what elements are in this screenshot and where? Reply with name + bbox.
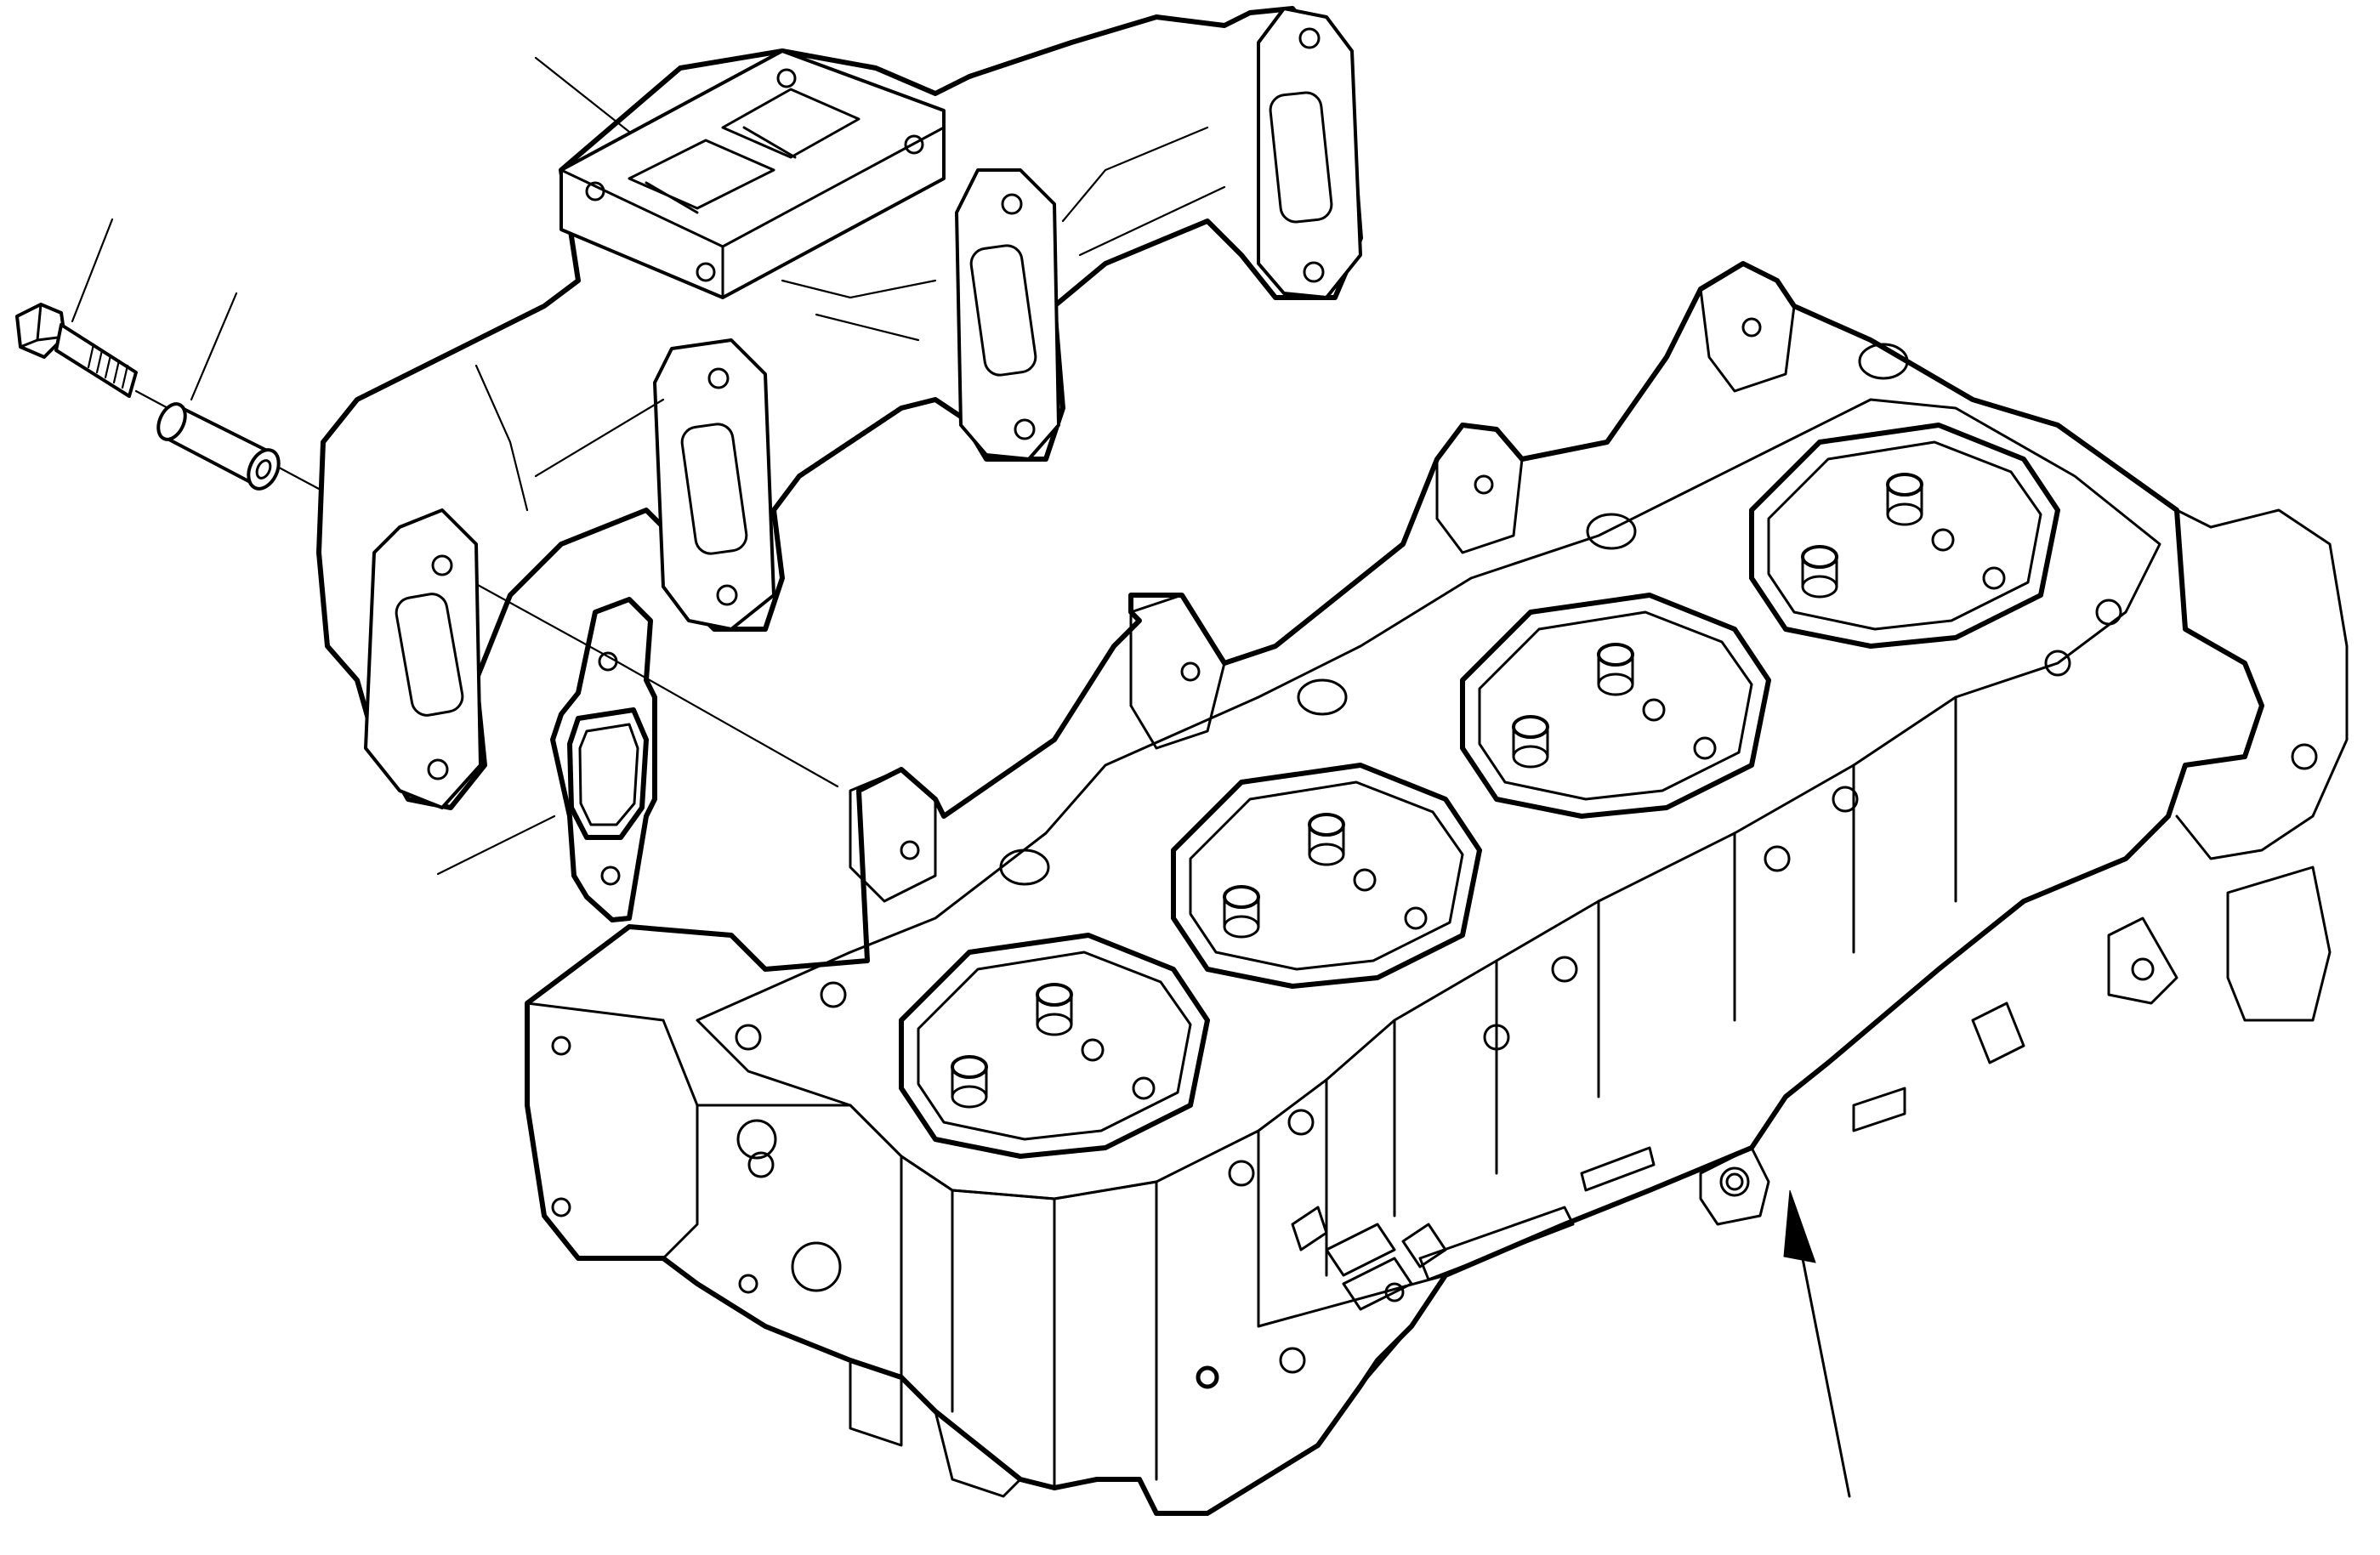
- cylinder-head: [525, 261, 2349, 1516]
- front-direction-arrow: [1783, 1189, 1851, 1498]
- leader-line-manifold: [534, 56, 631, 133]
- manifold-port-4: [1257, 7, 1362, 299]
- head-deck-passages: [1291, 1206, 1447, 1311]
- head-port-bosses: [849, 262, 1909, 903]
- leader-line-spacer: [190, 292, 238, 401]
- spacer-sleeve: [156, 402, 281, 491]
- leader-line-gasket: [436, 814, 556, 876]
- manifold-port-2: [653, 338, 775, 631]
- head-bolt-holes: [735, 599, 2318, 1388]
- chamber-1: [899, 933, 1210, 1159]
- assembly-line-gasket: [611, 657, 839, 788]
- chamber-4: [1749, 423, 2060, 649]
- leader-line-bolt: [71, 218, 114, 323]
- chamber-3: [1460, 593, 1771, 819]
- manifold-gasket: [550, 597, 657, 922]
- chamber-2: [1171, 763, 1482, 989]
- bolt: [15, 303, 138, 398]
- manifold-port-1: [364, 508, 482, 809]
- head-front-face: [525, 695, 1957, 1498]
- manifold-port-3: [955, 168, 1060, 461]
- head-right-end: [1971, 508, 2349, 1064]
- exhaust-manifold: [316, 6, 1363, 810]
